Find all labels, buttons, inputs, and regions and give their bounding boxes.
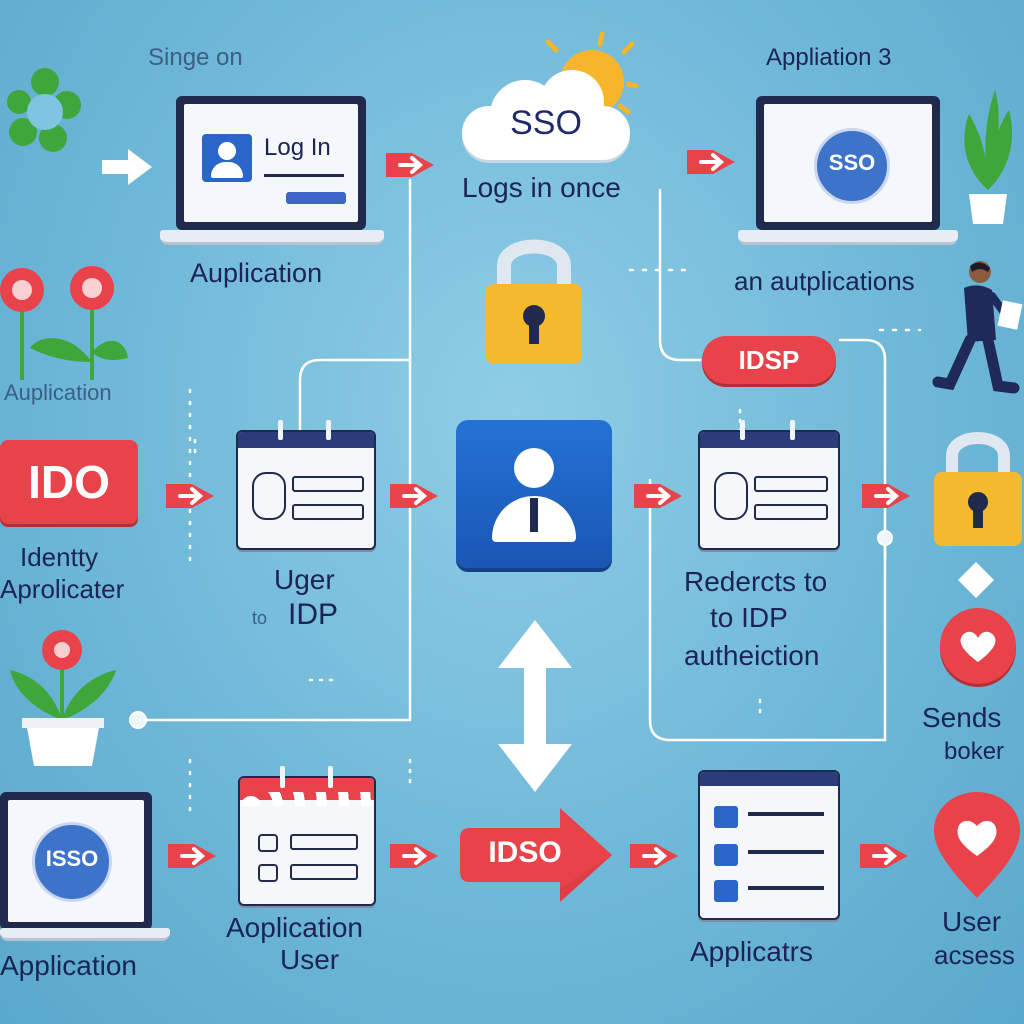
red-arrow-icon: [860, 844, 908, 868]
arrow-right-icon: [102, 149, 152, 185]
idso-arrow-badge: [460, 808, 612, 902]
laptop-login: Log In: [160, 96, 384, 246]
user-idp-line1: Uger: [274, 564, 335, 595]
redirects-line1: Redercts to: [684, 566, 828, 597]
red-arrow-icon: [166, 484, 214, 508]
walking-person-icon: [932, 261, 1023, 394]
app-user-line1: Aoplication: [226, 912, 363, 943]
calendar-icon: [236, 420, 376, 550]
all-apps-label: an autplications: [734, 266, 915, 296]
red-arrow-icon: [390, 484, 438, 508]
heart-icon: [940, 608, 1016, 684]
sends-line2: boker: [944, 738, 1005, 765]
sends-line1: Sends: [922, 702, 1002, 733]
lock-icon: [486, 239, 582, 364]
logs-in-once-label: Logs in once: [462, 172, 621, 203]
red-arrow-icon: [168, 844, 216, 868]
laptop-app3: SSO: [738, 96, 958, 246]
login-button[interactable]: [286, 192, 346, 204]
redirects-line2: to IDP: [710, 602, 788, 633]
lock-icon: [934, 432, 1022, 546]
redirects-line3: autheiction: [684, 640, 820, 671]
plant-icon: [964, 90, 1013, 224]
user-idp-prefix: to: [252, 608, 268, 628]
cycle-icon: [7, 68, 81, 152]
red-arrow-icon: [390, 844, 438, 868]
app-left-label: Auplication: [190, 258, 323, 288]
faint-title-top-left: Singe on: [148, 44, 243, 71]
user-idp-line2: IDP: [288, 598, 339, 631]
red-arrow-icon: [630, 844, 678, 868]
laptop-isso: ISSO: [0, 792, 170, 944]
red-arrow-icon: [862, 484, 910, 508]
idsp-badge: IDSP: [702, 336, 836, 384]
heart-location-icon: [934, 792, 1020, 898]
user-access-line2: acsess: [934, 940, 1015, 970]
app3-screen-label: SSO: [828, 150, 876, 175]
application-bottom-label: Application: [0, 950, 137, 981]
identity-line2: Aprolicater: [0, 574, 125, 604]
cloud-icon: SSO: [462, 66, 630, 162]
user-avatar-icon: [202, 134, 252, 182]
applicatrs-label: Applicatrs: [690, 936, 813, 967]
user-access-line1: User: [942, 906, 1002, 937]
red-arrow-icon: [634, 484, 682, 508]
calendar-icon: [238, 766, 376, 906]
identity-line1: Identty: [20, 542, 99, 572]
diamond-icon: [958, 562, 994, 598]
flower-icon: [0, 266, 128, 380]
isso-screen-label: ISSO: [45, 846, 99, 871]
sso-cloud-label: SSO: [510, 104, 582, 142]
ido-badge: IDO: [0, 440, 138, 524]
idso-label: IDSO: [488, 836, 562, 869]
user-icon: [456, 420, 612, 568]
red-arrow-icon: [687, 150, 735, 174]
red-arrow-icon: [386, 153, 434, 177]
calendar-icon: [698, 420, 840, 550]
app-user-line2: User: [280, 944, 340, 975]
login-label: Log In: [264, 134, 331, 161]
app3-title: Appliation 3: [766, 44, 892, 71]
plant-icon: [10, 630, 116, 766]
app-left-faint-label: Auplication: [4, 380, 112, 405]
applications-list-icon: [698, 770, 840, 920]
double-arrow-icon: [498, 620, 572, 792]
